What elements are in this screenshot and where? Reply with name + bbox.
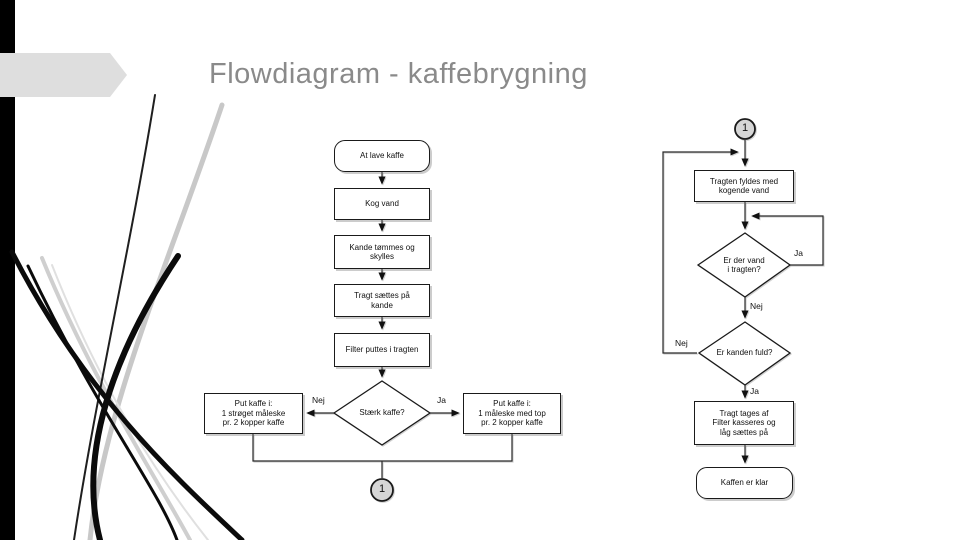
branch-label-ja-left: Ja (437, 395, 446, 405)
branch-label-nej-kande: Nej (675, 338, 688, 348)
node-kande-toemmes: Kande tømmes og skylles (334, 235, 430, 269)
node-start: At lave kaffe (334, 140, 430, 172)
node-tragt-saettes: Tragt sættes på kande (334, 284, 430, 317)
slide-title: Flowdiagram - kaffebrygning (209, 58, 588, 90)
connector-circle-right-shape (734, 118, 756, 140)
connector-circle-left-shape (370, 478, 394, 502)
node-end: Kaffen er klar (696, 467, 793, 499)
connector-circle-right-number: 1 (741, 122, 749, 134)
sidebar-black-bar (0, 0, 15, 540)
node-put-kaffe-ja: Put kaffe i: 1 måleske med top pr. 2 kop… (463, 393, 561, 434)
node-put-kaffe-nej: Put kaffe i: 1 strøget måleske pr. 2 kop… (204, 393, 303, 434)
branch-label-nej-vand: Nej (750, 301, 763, 311)
decision-er-der-vand-label: Er der vand i tragten? (723, 255, 765, 275)
decision-er-kanden-fuld-shape (697, 321, 792, 386)
node-tragt-tages-af: Tragt tages af Filter kasseres og låg sæ… (694, 401, 794, 445)
node-tragten-fyldes: Tragten fyldes med kogende vand (694, 170, 794, 202)
decision-er-der-vand-shape (696, 232, 792, 298)
node-filter-puttes: Filter puttes i tragten (334, 333, 430, 367)
decision-staerk-kaffe-label: Stærk kaffe? (359, 408, 405, 418)
decision-er-kanden-fuld-label: Er kanden fuld? (716, 348, 773, 358)
branch-label-ja-kande: Ja (750, 386, 759, 396)
gray-arrow-shape (0, 53, 127, 97)
branch-label-nej-left: Nej (312, 395, 325, 405)
branch-label-ja-vand: Ja (794, 248, 803, 258)
node-kog-vand: Kog vand (334, 188, 430, 220)
decision-staerk-kaffe-shape (332, 380, 432, 446)
connector-circle-left-number: 1 (378, 483, 386, 495)
